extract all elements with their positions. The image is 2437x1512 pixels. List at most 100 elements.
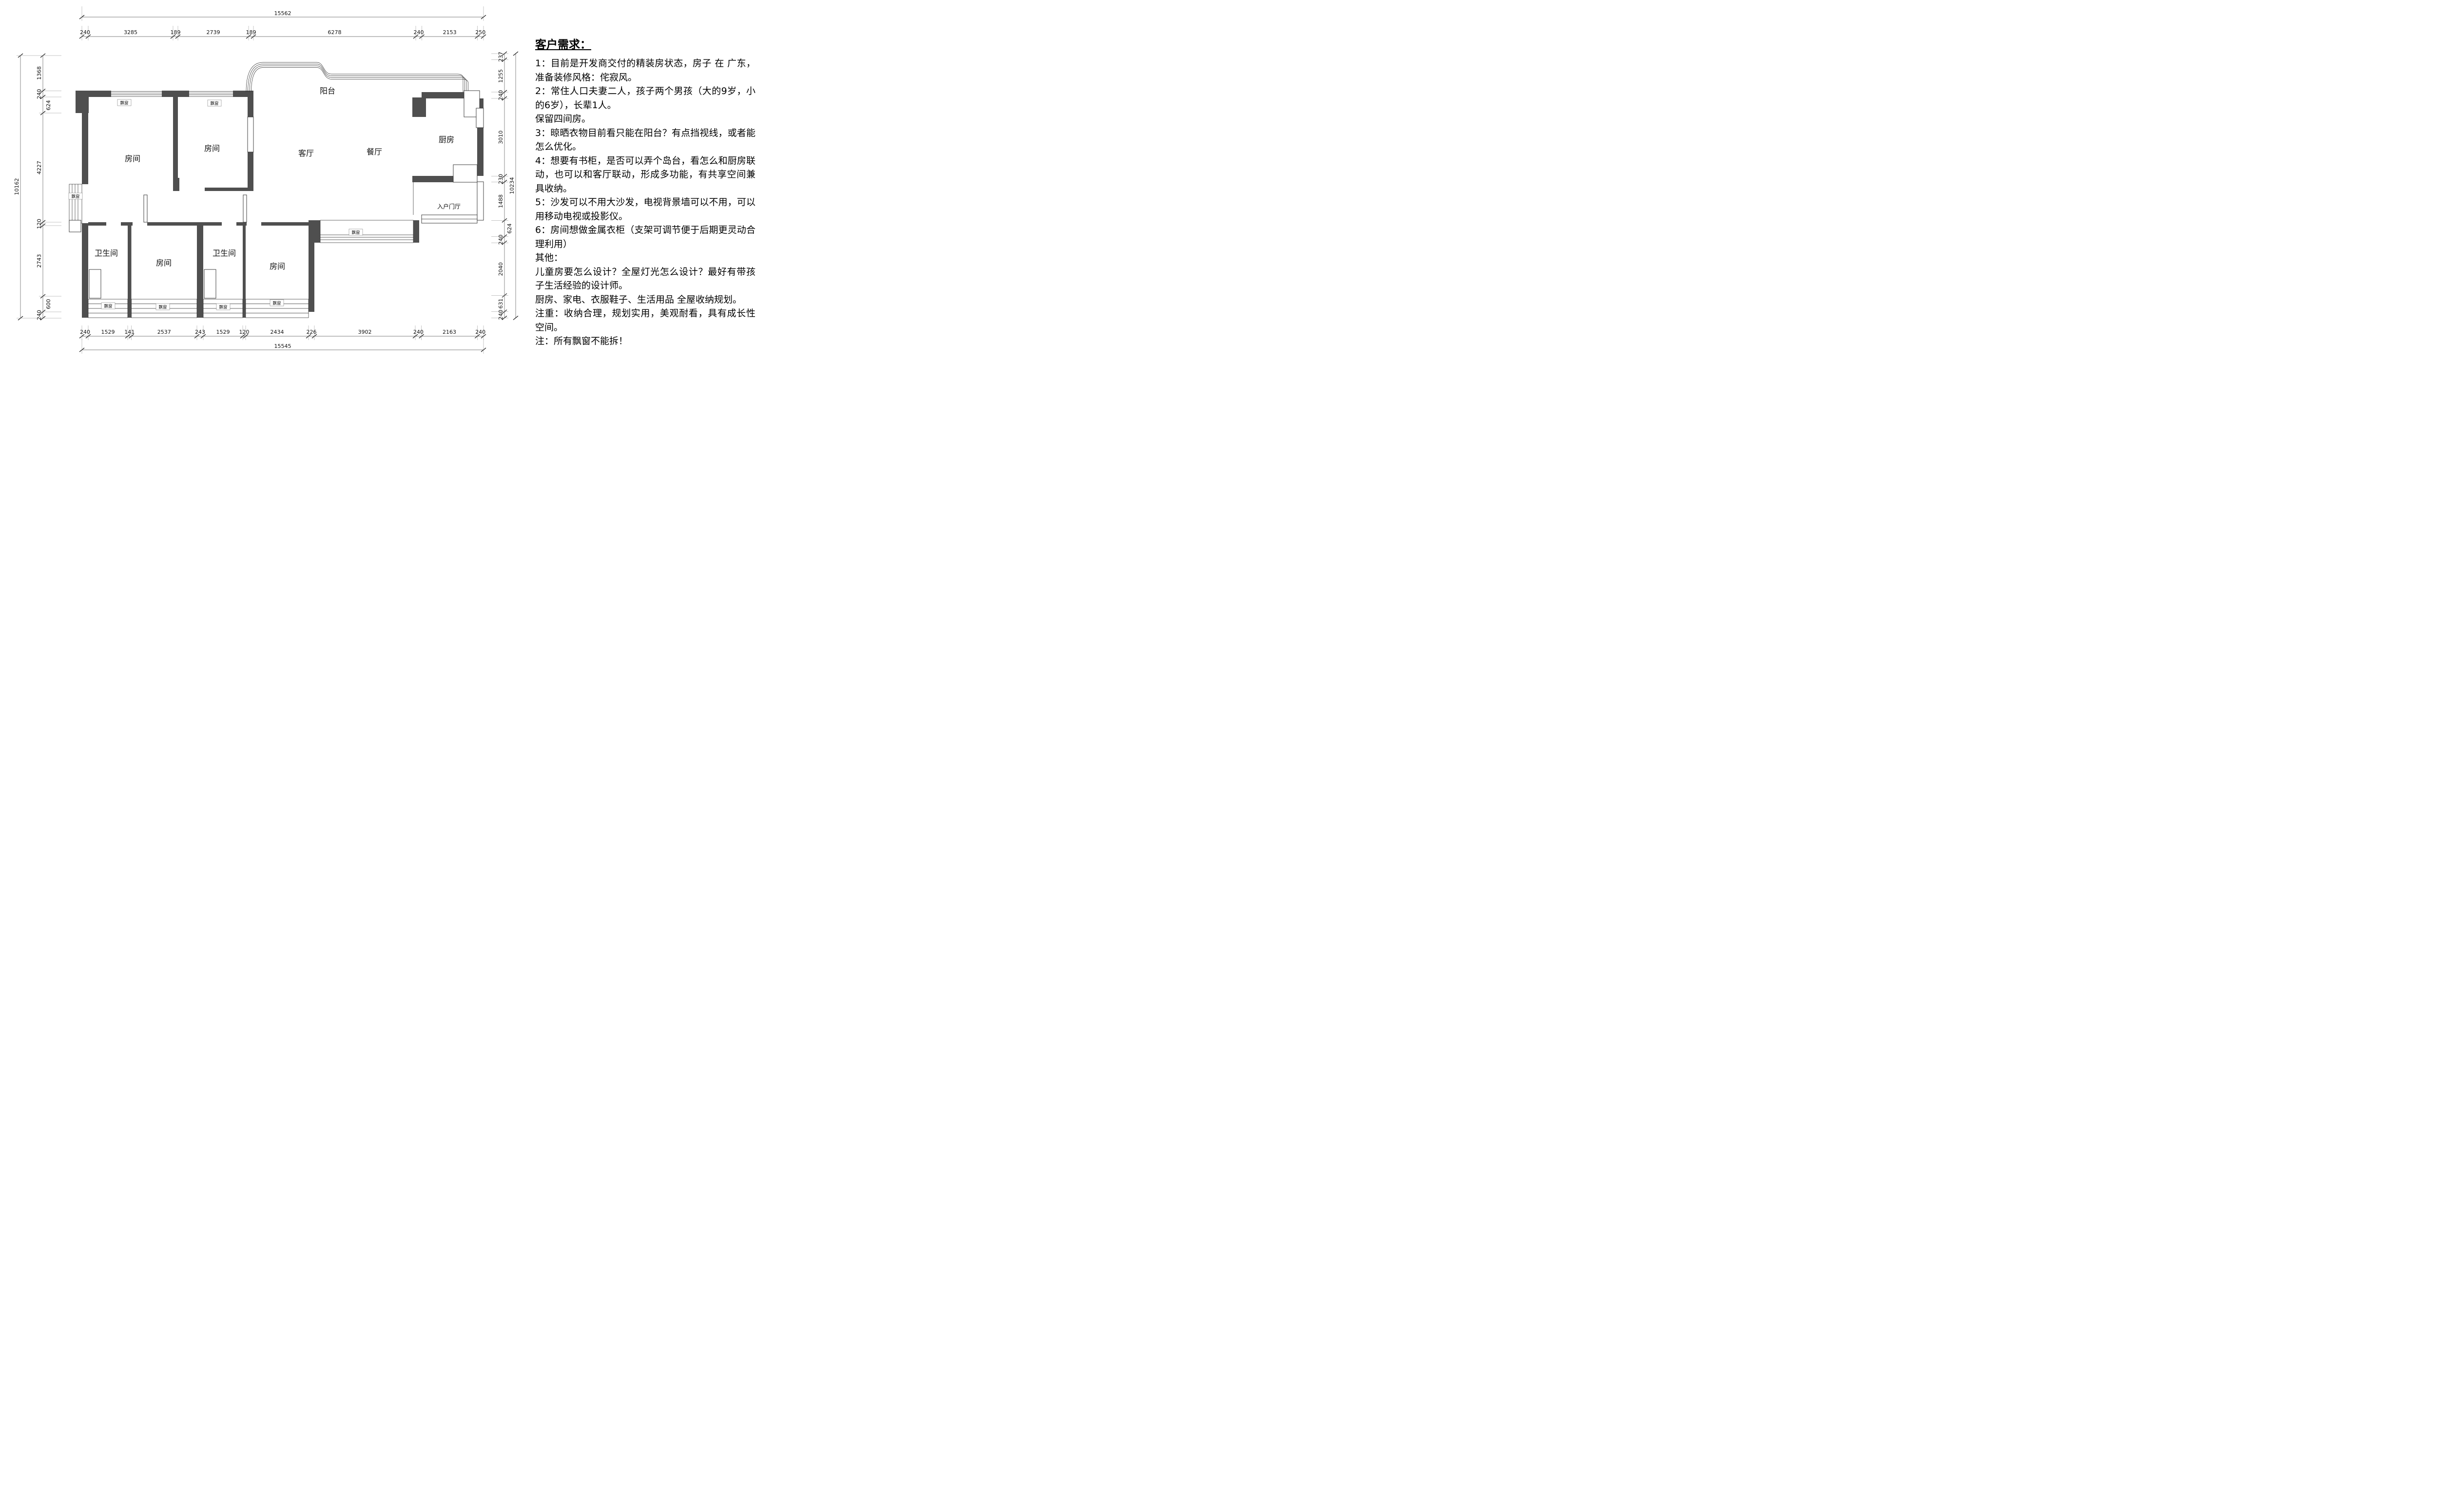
dimension-right: 237 1255 240 3010 230 1488 624 240 2040 … xyxy=(491,51,519,321)
dim-bottom-6: 120 xyxy=(239,329,250,335)
bay-tag-5: 飘窗 xyxy=(104,304,112,309)
room-label-dining: 餐厅 xyxy=(367,147,382,156)
requirement-item-8: 其他： xyxy=(535,252,563,263)
room-label-bedroom-3: 房间 xyxy=(156,258,172,268)
walls xyxy=(76,91,484,318)
dim-bottom-7: 2434 xyxy=(271,329,284,335)
dim-right-0: 237 xyxy=(498,52,504,62)
dim-bottom-9: 3902 xyxy=(358,329,372,335)
floor-plan-drawing: 阳台 厨房 餐厅 客厅 房间 房间 卫生间 房间 卫生间 房间 入户门厅 飘窗 … xyxy=(14,6,519,354)
room-label-bedroom-2: 房间 xyxy=(204,144,220,153)
bedroom4-door-leaf xyxy=(243,194,247,223)
bay-tag-4: 飘窗 xyxy=(351,230,360,235)
bathroom2-shower xyxy=(204,269,216,299)
room-label-bedroom-4: 房间 xyxy=(270,262,285,271)
requirement-item-2: 2：常住人口夫妻二人，孩子两个男孩（大的9岁，小的6岁），长辈1人。 xyxy=(535,86,755,111)
dim-left-6: 600 xyxy=(45,299,52,309)
requirements-title: 客户需求： xyxy=(535,38,591,51)
floor-plan-page: 阳台 厨房 餐厅 客厅 房间 房间 卫生间 房间 卫生间 房间 入户门厅 飘窗 … xyxy=(0,0,760,371)
bathroom1-shower xyxy=(89,269,101,299)
requirement-item-1: 1：目前是开发商交付的精装房状态，房子 在 广东，准备装修风格：侘寂风。 xyxy=(535,58,755,83)
top-window-band-1 xyxy=(111,91,162,97)
requirement-item-11: 注重：收纳合理，规划实用，美观耐看，具有成长性空间。 xyxy=(535,308,755,333)
entry-door xyxy=(477,181,484,221)
dim-top-total: 15562 xyxy=(274,10,291,17)
room-label-bathroom-1: 卫生间 xyxy=(95,249,118,258)
requirement-item-5: 4：想要有书柜，是否可以弄个岛台，看怎么和厨房联动，也可以和客厅联动，形成多功能… xyxy=(535,155,755,194)
bottom-bay-window-4 xyxy=(245,299,309,318)
bay-tag-1: 飘窗 xyxy=(120,100,128,106)
bay-tag-6: 飘窗 xyxy=(158,305,167,310)
dim-left-4: 120 xyxy=(36,219,42,229)
dim-left-0: 1368 xyxy=(36,66,42,80)
south-bay-window xyxy=(320,220,414,243)
requirement-item-4: 3：晾晒衣物目前看只能在阳台？有点挡视线，或者能怎么优化。 xyxy=(535,127,755,153)
dimension-bottom: 240 1529 141 2537 243 1529 120 2434 226 … xyxy=(79,325,486,354)
left-bay-window xyxy=(69,184,82,224)
dim-top-3: 2739 xyxy=(207,29,220,36)
dim-left-1: 240 xyxy=(36,89,42,99)
kitchen-side-window xyxy=(476,108,484,128)
dim-right-9: 631 xyxy=(498,299,504,309)
room-label-balcony: 阳台 xyxy=(320,86,335,96)
dim-top-6: 240 xyxy=(414,29,424,36)
bay-tag-7: 飘窗 xyxy=(219,305,227,310)
dim-bottom-2: 141 xyxy=(124,329,135,335)
dim-bottom-10: 240 xyxy=(413,329,424,335)
dim-left-2: 624 xyxy=(45,100,52,111)
dim-top-5: 6278 xyxy=(328,29,342,36)
room-labels: 阳台 厨房 餐厅 客厅 房间 房间 卫生间 房间 卫生间 房间 入户门厅 xyxy=(95,86,461,271)
dim-right-3: 3010 xyxy=(498,131,504,144)
dim-left-7: 240 xyxy=(36,310,42,320)
room-label-living: 客厅 xyxy=(298,149,314,158)
dimension-top: 15562 240 3285 189 2739 189 6278 240 215… xyxy=(79,6,486,41)
dim-bottom-5: 1529 xyxy=(216,329,230,335)
bay-windows xyxy=(69,91,414,318)
dim-bottom-1: 1529 xyxy=(101,329,115,335)
requirement-item-10: 厨房、家电、衣服鞋子、生活用品 全屋收纳规划。 xyxy=(535,294,742,305)
dim-bottom-12: 240 xyxy=(475,329,485,335)
requirement-item-9: 儿童房要怎么设计？全屋灯光怎么设计？最好有带孩子生活经验的设计师。 xyxy=(535,266,755,291)
room-label-entry: 入户门厅 xyxy=(437,203,461,210)
requirement-item-3: 保留四间房。 xyxy=(535,114,591,124)
requirements-panel: 客户需求： 1：目前是开发商交付的精装房状态，房子 在 广东，准备装修风格：侘寂… xyxy=(535,35,755,348)
bedroom2-opening xyxy=(247,116,254,153)
room-label-bathroom-2: 卫生间 xyxy=(213,249,236,258)
dim-right-7: 240 xyxy=(498,234,504,245)
dim-top-0: 240 xyxy=(80,29,90,36)
kitchen-counter xyxy=(453,164,478,183)
dim-right-4: 230 xyxy=(498,174,504,184)
bay-tag-3: 飘窗 xyxy=(71,194,79,199)
dim-left-3: 4227 xyxy=(36,161,42,174)
balcony-railing xyxy=(246,62,468,93)
dimension-left: 10162 1368 240 624 4227 120 2743 600 240 xyxy=(14,53,62,321)
dim-left-5: 2743 xyxy=(36,254,42,268)
dim-right-total: 10234 xyxy=(509,177,515,194)
dim-right-2: 240 xyxy=(498,90,504,100)
dim-bottom-11: 2163 xyxy=(443,329,456,335)
bay-tag-2: 飘窗 xyxy=(210,101,218,106)
dim-right-8: 2040 xyxy=(498,262,504,276)
room-label-kitchen: 厨房 xyxy=(439,135,454,144)
dim-bottom-8: 226 xyxy=(307,329,317,335)
left-bay-box xyxy=(69,220,81,232)
dim-top-4: 189 xyxy=(246,29,256,36)
dim-top-8: 250 xyxy=(475,29,485,36)
dim-right-10: 240 xyxy=(498,310,504,320)
dim-bottom-total: 15545 xyxy=(274,343,291,349)
bay-window-tags: 飘窗 飘窗 飘窗 飘窗 飘窗 飘窗 飘窗 飘窗 xyxy=(68,99,363,310)
dim-left-total: 10162 xyxy=(14,178,20,195)
dim-top-2: 189 xyxy=(171,29,181,36)
requirement-item-7: 6：房间想做金属衣柜（支架可调节便于后期更灵动合理利用） xyxy=(535,225,755,249)
fixtures xyxy=(69,90,484,299)
dim-bottom-0: 240 xyxy=(80,329,90,335)
requirement-item-6: 5：沙发可以不用大沙发，电视背景墙可以不用，可以用移动电视或投影仪。 xyxy=(535,197,755,222)
dim-right-6: 624 xyxy=(506,224,513,234)
requirement-item-12: 注：所有飘窗不能拆！ xyxy=(535,336,628,346)
dim-bottom-4: 243 xyxy=(195,329,205,335)
dim-bottom-3: 2537 xyxy=(157,329,171,335)
bay-tag-8: 飘窗 xyxy=(272,301,281,306)
top-window-band-2 xyxy=(189,91,233,97)
dim-top-1: 3285 xyxy=(124,29,137,36)
dim-top-7: 2153 xyxy=(443,29,457,36)
